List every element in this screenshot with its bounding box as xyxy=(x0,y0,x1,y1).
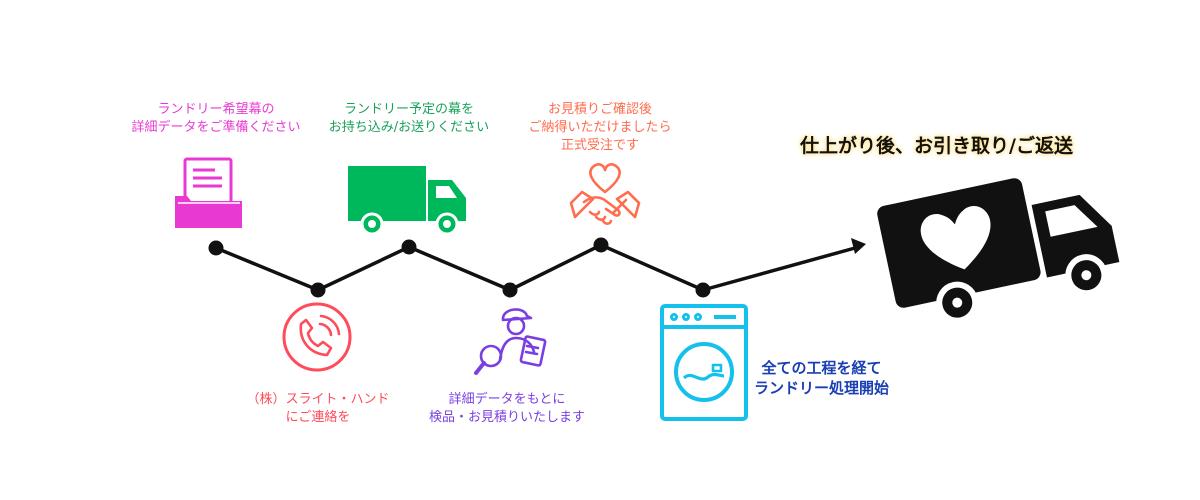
final-step-title: 仕上がり後、お引き取り/ご返送 xyxy=(800,135,1073,157)
washing-machine-icon xyxy=(660,304,748,421)
step-3-line-2: ご納得いただけましたら xyxy=(528,120,672,135)
folder-document-icon xyxy=(175,157,242,228)
step-5-line-2: 検品・お見積りいたします xyxy=(428,410,586,425)
step-2-line-2: お持ち込み/お送りください xyxy=(328,120,490,135)
arrow-head-icon xyxy=(851,238,866,254)
step-2-line-1: ランドリー予定の幕を xyxy=(343,102,475,117)
step-6-line-1: 全ての工程を経て xyxy=(761,359,882,377)
step-3-label: お見積りご確認後 ご納得いただけましたら 正式受注です xyxy=(528,101,671,155)
phone-call-icon xyxy=(282,302,352,372)
timeline-node xyxy=(502,282,518,298)
step-2-label: ランドリー予定の幕を お持ち込み/お送りください xyxy=(329,101,489,137)
step-6-label: 全ての工程を経て ランドリー処理開始 xyxy=(754,358,889,398)
step-3-line-1: お見積りご確認後 xyxy=(547,102,653,117)
step-4-line-1: （株）スライト・ハンド xyxy=(246,392,390,407)
timeline-node xyxy=(401,239,417,255)
step-5-label: 詳細データをもとに 検品・お見積りいたします xyxy=(429,391,585,427)
step-6-line-2: ランドリー処理開始 xyxy=(754,379,890,397)
timeline-node xyxy=(208,240,224,256)
inspector-magnifier-icon xyxy=(474,308,547,375)
timeline-node xyxy=(593,237,609,253)
timeline-node xyxy=(695,282,711,298)
handshake-heart-icon xyxy=(569,163,641,225)
step-4-label: （株）スライト・ハンド にご連絡を xyxy=(246,391,389,427)
delivery-truck-icon xyxy=(348,166,466,236)
step-5-line-1: 詳細データをもとに xyxy=(448,392,566,407)
step-1-label: ランドリー希望幕の 詳細データをご準備ください xyxy=(131,101,300,137)
heart-truck-icon xyxy=(877,178,1120,324)
step-3-line-3: 正式受注です xyxy=(560,138,640,153)
timeline-node xyxy=(310,282,326,298)
timeline xyxy=(208,237,866,298)
step-1-line-2: 詳細データをご準備ください xyxy=(131,120,301,135)
step-1-line-1: ランドリー希望幕の xyxy=(157,102,275,117)
step-4-line-2: にご連絡を xyxy=(285,410,351,425)
